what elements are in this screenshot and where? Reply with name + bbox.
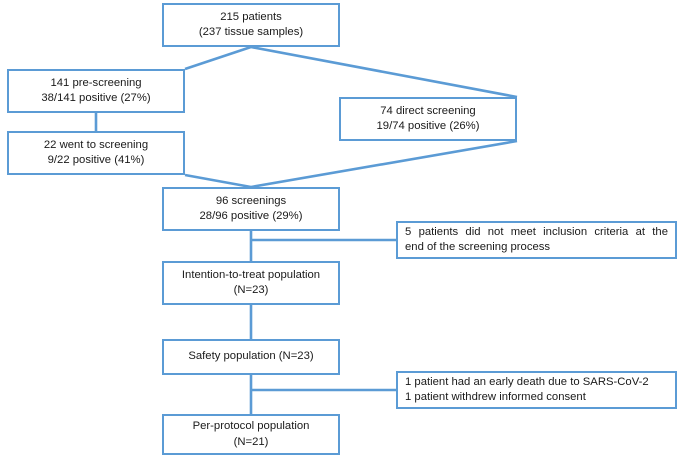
node-pre-screening-line-2: 38/141 positive (27%) — [41, 92, 151, 104]
node-per-protocol-line-1: Per-protocol population — [192, 420, 310, 432]
node-screenings-line-2: 28/96 positive (29%) — [199, 210, 303, 222]
node-safety-population: Safety population (N=23) — [162, 339, 340, 375]
node-direct-screening-line-2: 19/74 positive (26%) — [376, 120, 480, 132]
node-pre-screening: 141 pre-screening 38/141 positive (27%) — [7, 69, 185, 113]
node-excluded-patients: 5 patients did not meet inclusion criter… — [396, 221, 677, 259]
node-safety-line-1: Safety population (N=23) — [188, 350, 314, 363]
node-went-to-screening-line-2: 9/22 positive (41%) — [47, 154, 145, 166]
node-intention-to-treat-line-1: Intention-to-treat population — [181, 268, 321, 281]
node-total-line-1: 215 patients — [220, 10, 282, 23]
node-excluded-line-1: 5 patients did not meet inclusion criter… — [405, 225, 668, 238]
node-withdrawn-line-2: 1 patient withdrew informed consent — [405, 391, 586, 403]
node-withdrawn-patients: 1 patient had an early death due to SARS… — [396, 371, 677, 409]
node-excluded-line-2: end of the screening process — [405, 241, 551, 253]
node-direct-screening-line-1: 74 direct screening — [380, 104, 476, 117]
node-per-protocol-population: Per-protocol population (N=21) — [162, 414, 340, 455]
connector-went-to-screenings — [184, 173, 252, 189]
node-intention-to-treat-population: Intention-to-treat population (N=23) — [162, 261, 340, 305]
node-screenings-line-1: 96 screenings — [215, 194, 287, 207]
node-withdrawn-line-1: 1 patient had an early death due to SARS… — [405, 375, 649, 388]
node-pre-screening-line-1: 141 pre-screening — [50, 76, 142, 89]
connector-total-to-direct — [250, 45, 518, 99]
node-total-line-2: (237 tissue samples) — [198, 26, 304, 38]
node-screenings: 96 screenings 28/96 positive (29%) — [162, 187, 340, 231]
node-went-to-screening-line-1: 22 went to screening — [43, 138, 149, 151]
node-per-protocol-line-2: (N=21) — [233, 435, 269, 448]
node-direct-screening: 74 direct screening 19/74 positive (26%) — [339, 97, 517, 141]
node-intention-to-treat-line-2: (N=23) — [233, 284, 269, 296]
node-went-to-screening: 22 went to screening 9/22 positive (41%) — [7, 131, 185, 175]
node-total-patients: 215 patients (237 tissue samples) — [162, 3, 340, 47]
connector-direct-to-screenings — [250, 139, 518, 189]
connector-total-to-prescreening — [184, 45, 252, 71]
